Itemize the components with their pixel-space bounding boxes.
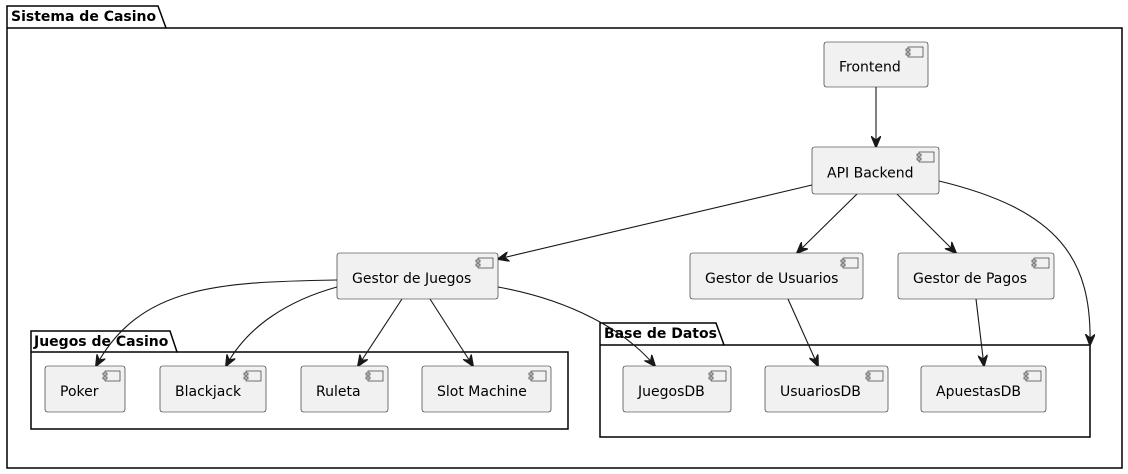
edge-api-gestor-pagos [896,193,956,253]
component-label: API Backend [827,166,913,182]
edge-gestor-slot [429,298,473,366]
component-icon [1023,370,1042,382]
edges [96,87,1090,366]
component-label: Blackjack [175,384,242,400]
component-label: ApuestasDB [936,384,1021,400]
component-label: Gestor de Usuarios [705,271,838,287]
component-ruleta: Ruleta [300,365,389,413]
component-icon [365,370,384,382]
component-box [920,365,1047,413]
edge-api-gestor-juegos [498,184,813,259]
component-box [159,365,267,413]
component-box [823,41,929,88]
component-api-backend: API Backend [811,146,940,195]
edge-api-gestor-usuarios [797,193,858,253]
component-icon [475,257,494,269]
component-icon [916,151,935,163]
edge-gestor-juegosdb [497,286,655,366]
component-icon [708,370,727,382]
component-box [764,365,889,413]
component-box [689,252,864,300]
edge-gestor-blackjack [226,286,338,366]
package-title-casino: Sistema de Casino [11,9,157,25]
component-label: Ruleta [316,384,361,400]
edge-gestor-ruleta [358,298,403,366]
component-label: Gestor de Pagos [913,271,1027,287]
component-poker: Poker [44,365,126,413]
component-box [811,146,940,195]
components: Frontend API Backend Gestor de Juegos Ge… [44,41,1055,413]
component-usuariosdb: UsuariosDB [764,365,889,413]
component-icon [102,370,121,382]
component-juegosdb: JuegosDB [622,365,732,413]
component-apuestasdb: ApuestasDB [920,365,1047,413]
component-icon [865,370,884,382]
component-gestor-de-juegos: Gestor de Juegos [336,252,499,300]
component-icon [243,370,262,382]
component-frontend: Frontend [823,41,929,88]
component-icon [1031,257,1050,269]
component-icon [840,257,859,269]
component-slot-machine: Slot Machine [421,365,552,413]
edge-pagos-apuestasdb [975,298,984,366]
component-label: Frontend [839,60,901,76]
package-sistema-de-casino: Sistema de Casino [6,5,1123,469]
edge-api-base-de-datos [938,180,1090,345]
component-gestor-de-usuarios: Gestor de Usuarios [689,252,864,300]
component-label: Slot Machine [437,384,527,400]
package-title-datos: Base de Datos [604,326,717,342]
component-blackjack: Blackjack [159,365,267,413]
component-icon [528,370,547,382]
edge-gestor-poker [96,279,338,366]
component-box [336,252,499,300]
component-label: UsuariosDB [780,384,861,400]
component-gestor-de-pagos: Gestor de Pagos [897,252,1055,300]
component-label: Gestor de Juegos [352,271,471,287]
component-box [622,365,732,413]
component-box [897,252,1055,300]
component-icon [905,46,924,58]
package-title-juegos: Juegos de Casino [33,334,169,350]
component-box [421,365,552,413]
component-label: JuegosDB [637,384,705,400]
edge-usuarios-usuariosdb [787,298,818,366]
component-label: Poker [60,384,99,400]
